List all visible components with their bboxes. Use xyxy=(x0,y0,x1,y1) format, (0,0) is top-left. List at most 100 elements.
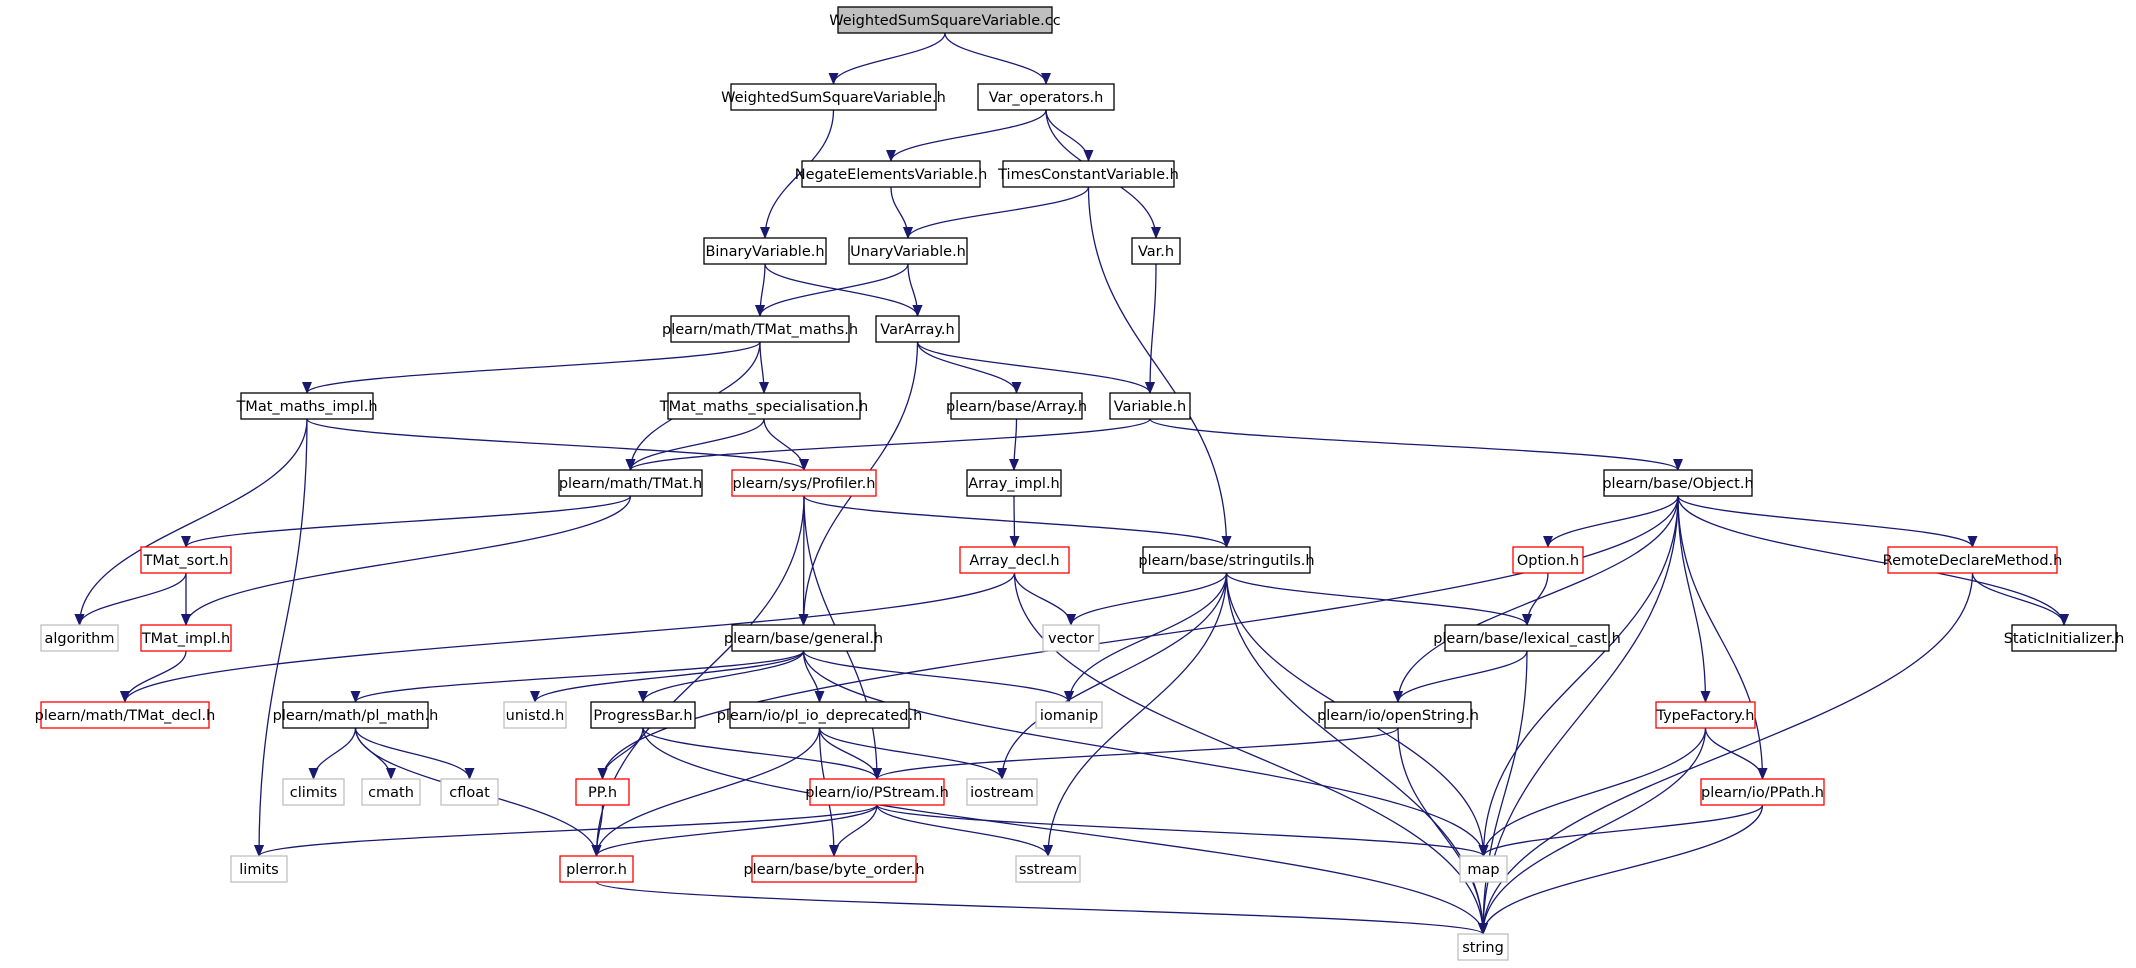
node-openstring[interactable]: plearn/io/openString.h xyxy=(1317,701,1479,729)
node-progressbar[interactable]: ProgressBar.h xyxy=(590,701,696,729)
node-binary[interactable]: BinaryVariable.h xyxy=(703,237,827,265)
edge-unary-to-vararray xyxy=(907,263,923,317)
node-var-ops[interactable]: Var_operators.h xyxy=(977,83,1115,111)
node-box xyxy=(809,778,945,806)
edge-tmat-to-tmat_impl xyxy=(181,495,632,626)
node-variable[interactable]: Variable.h xyxy=(1109,392,1191,420)
edge-pstream-to-plerror xyxy=(591,804,878,857)
node-ppath[interactable]: plearn/io/PPath.h xyxy=(1700,778,1825,806)
node-label: plearn/math/TMat.h xyxy=(559,476,702,492)
node-label: TypeFactory.h xyxy=(1655,708,1754,724)
node-general[interactable]: plearn/base/general.h xyxy=(724,624,883,652)
edge-ppath-to-map xyxy=(1478,804,1764,857)
edge-object-to-remote xyxy=(1677,495,1978,548)
node-wssv-h[interactable]: WeightedSumSquareVariable.h xyxy=(721,83,946,111)
edge-tmat-to-tmat_sort xyxy=(181,495,632,548)
node-box xyxy=(361,778,421,806)
node-remote[interactable]: RemoteDeclareMethod.h xyxy=(1883,546,2063,574)
node-label: plearn/math/TMat_maths.h xyxy=(662,322,858,338)
edge-var_ops-to-negate xyxy=(886,109,1047,162)
edge-stringutils-to-lexical_cast xyxy=(1225,572,1532,626)
node-box xyxy=(730,83,937,111)
node-profiler[interactable]: plearn/sys/Profiler.h xyxy=(731,469,877,497)
node-tmat-maths[interactable]: plearn/math/TMat_maths.h xyxy=(662,315,858,343)
node-label: TMat_maths_impl.h xyxy=(235,399,377,415)
node-root[interactable]: WeightedSumSquareVariable.cc xyxy=(829,6,1061,34)
node-box xyxy=(1035,701,1103,729)
node-typefactory[interactable]: TypeFactory.h xyxy=(1655,701,1756,729)
node-array-decl[interactable]: Array_decl.h xyxy=(959,546,1070,574)
node-negate[interactable]: NegateElementsVariable.h xyxy=(795,160,988,188)
edge-progressbar-to-pstream xyxy=(642,727,882,780)
node-plerror[interactable]: plerror.h xyxy=(559,855,634,883)
node-timesc[interactable]: TimesConstantVariable.h xyxy=(997,160,1179,188)
edge-unary-to-tmat_maths xyxy=(755,263,909,317)
node-box xyxy=(140,546,232,574)
edge-stringutils-to-vector xyxy=(1066,572,1228,626)
node-base-array[interactable]: plearn/base/Array.h xyxy=(946,392,1087,420)
node-label: TMat_sort.h xyxy=(142,553,228,569)
node-vararray[interactable]: VarArray.h xyxy=(875,315,960,343)
node-label: plearn/math/pl_math.h xyxy=(273,708,439,724)
node-label: VarArray.h xyxy=(880,322,954,338)
edge-root-to-var_ops xyxy=(944,32,1051,85)
edge-general-to-pl_math xyxy=(350,650,805,703)
edge-variable-to-tmat xyxy=(625,418,1151,471)
node-pp[interactable]: PP.h xyxy=(575,778,630,806)
edge-pp-to-plerror xyxy=(591,804,604,857)
node-pstream[interactable]: plearn/io/PStream.h xyxy=(805,778,949,806)
node-box xyxy=(837,6,1053,34)
edge-pstream-to-map xyxy=(876,804,1489,857)
edge-pl_math-to-cfloat xyxy=(354,727,475,780)
node-static-init[interactable]: StaticInitializer.h xyxy=(2004,624,2125,652)
node-label: climits xyxy=(290,785,337,801)
node-array-impl[interactable]: Array_impl.h xyxy=(966,469,1062,497)
node-box xyxy=(40,624,119,652)
node-stringutils[interactable]: plearn/base/stringutils.h xyxy=(1138,546,1315,574)
node-climits: climits xyxy=(282,778,345,806)
node-tmat-maths-spec[interactable]: TMat_maths_specialisation.h xyxy=(659,392,869,420)
node-label: TimesConstantVariable.h xyxy=(997,167,1179,183)
node-unary[interactable]: UnaryVariable.h xyxy=(848,237,968,265)
node-label: Var.h xyxy=(1138,244,1174,260)
edge-object-to-ppath xyxy=(1677,495,1768,780)
edge-base_array-to-array_impl xyxy=(1009,418,1020,471)
node-box xyxy=(959,546,1070,574)
edge-openstring-to-pstream xyxy=(872,727,1399,780)
edge-progressbar-to-string xyxy=(642,727,1488,935)
node-lexical-cast[interactable]: plearn/base/lexical_cast.h xyxy=(1433,624,1621,652)
node-string: string xyxy=(1457,933,1509,961)
edge-array_decl-to-vector xyxy=(1013,572,1076,626)
edge-tmat_sort-to-algorithm xyxy=(74,572,187,626)
node-sstream: sstream xyxy=(1015,855,1081,883)
node-label: ProgressBar.h xyxy=(593,708,692,724)
node-pl-io-dep[interactable]: plearn/io/pl_io_deprecated.h xyxy=(717,701,923,729)
node-box xyxy=(875,315,960,343)
node-tmat-sort[interactable]: TMat_sort.h xyxy=(140,546,232,574)
edge-object-to-static_init xyxy=(1677,495,2069,626)
node-pl-math[interactable]: plearn/math/pl_math.h xyxy=(273,701,439,729)
node-label: BinaryVariable.h xyxy=(705,244,824,260)
node-tmat-maths-impl[interactable]: TMat_maths_impl.h xyxy=(235,392,378,420)
node-box xyxy=(1042,624,1100,652)
node-box xyxy=(1002,160,1175,188)
edge-pstream-to-sstream xyxy=(876,804,1053,857)
node-object[interactable]: plearn/base/Object.h xyxy=(1602,469,1754,497)
node-box xyxy=(140,624,232,652)
node-label: WeightedSumSquareVariable.cc xyxy=(829,13,1060,29)
node-box xyxy=(731,469,877,497)
node-label: Array_decl.h xyxy=(969,553,1059,569)
node-option[interactable]: Option.h xyxy=(1512,546,1584,574)
node-box xyxy=(559,855,634,883)
node-box xyxy=(40,701,210,729)
node-tmat-decl[interactable]: plearn/math/TMat_decl.h xyxy=(35,701,216,729)
node-tmat-impl[interactable]: TMat_impl.h xyxy=(140,624,232,652)
node-label: PP.h xyxy=(588,785,617,801)
node-byte-order[interactable]: plearn/base/byte_order.h xyxy=(743,855,925,883)
node-var-h[interactable]: Var.h xyxy=(1131,237,1181,265)
node-box xyxy=(848,237,968,265)
node-label: StaticInitializer.h xyxy=(2004,631,2125,647)
node-algorithm: algorithm xyxy=(40,624,119,652)
edge-typefactory-to-map xyxy=(1478,727,1707,857)
node-tmat[interactable]: plearn/math/TMat.h xyxy=(558,469,703,497)
